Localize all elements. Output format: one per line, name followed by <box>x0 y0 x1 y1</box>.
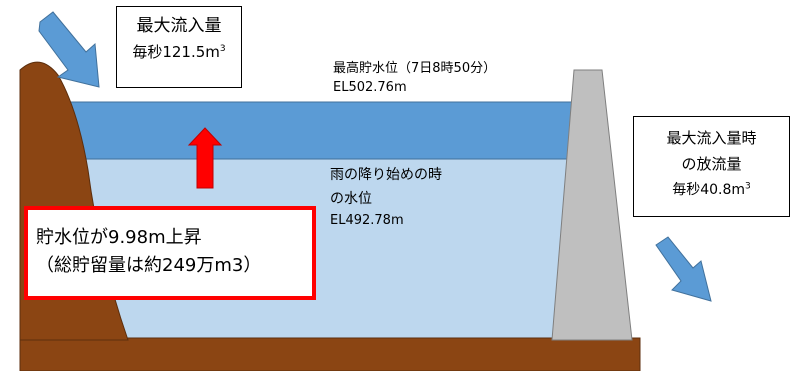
max-level-elevation: EL502.76m <box>333 80 407 95</box>
rise-arrow <box>187 127 223 189</box>
rise-summary-box: 貯水位が9.98m上昇 （総貯留量は約249万m3） <box>24 206 316 300</box>
initial-level-line2: の水位 <box>330 191 372 207</box>
outflow-box: 最大流入量時 の放流量 毎秒40.8m3 <box>633 116 790 217</box>
initial-level-line1: 雨の降り始めの時 <box>330 167 442 183</box>
total-storage: （総貯留量は約249万m3） <box>36 255 262 276</box>
water-rise-band <box>47 101 581 160</box>
outflow-arrow <box>655 236 712 302</box>
outflow-rate: 毎秒40.8m3 <box>672 181 751 198</box>
inflow-title: 最大流入量 <box>136 16 222 36</box>
rise-amount: 貯水位が9.98m上昇 <box>36 227 202 248</box>
dam-body <box>551 69 633 341</box>
inflow-box: 最大流入量 毎秒121.5m3 <box>116 6 242 88</box>
outflow-subtitle: の放流量 <box>681 155 742 173</box>
outflow-title: 最大流入量時 <box>666 129 757 147</box>
max-level-label: 最高貯水位（7日8時50分） <box>333 61 497 76</box>
inflow-arrow <box>38 11 100 88</box>
initial-level-elevation: EL492.78m <box>330 213 404 228</box>
inflow-rate: 毎秒121.5m3 <box>132 43 226 61</box>
ground-base <box>19 337 641 371</box>
